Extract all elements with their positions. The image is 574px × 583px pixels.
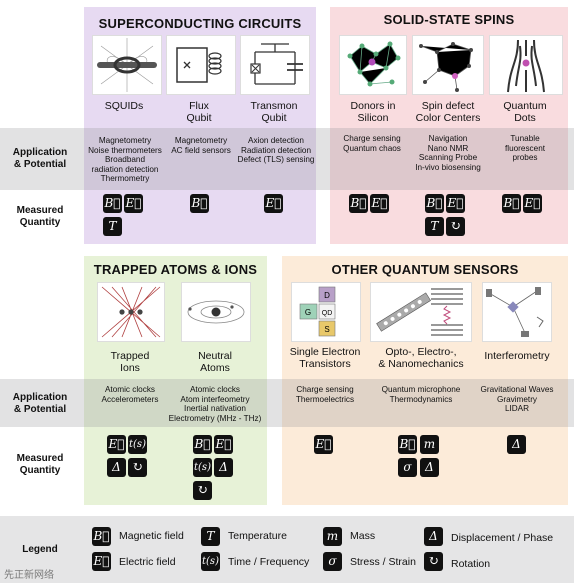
symbol-magnetic-field: B⃗: [103, 194, 122, 213]
item-label-squids: SQUIDs: [104, 100, 144, 112]
symbol-electric-field: E⃗: [264, 194, 283, 213]
apps-trapped-ions: Atomic clocks Accelerometers: [101, 385, 159, 404]
set-source-label: S: [324, 325, 329, 334]
transmon-qubit-illustration: [240, 35, 310, 95]
symbol-magnetic-field: B⃗: [349, 194, 368, 213]
flux-qubit-illustration: [166, 35, 236, 95]
trapped-ions-illustration: [97, 282, 165, 342]
symbol-electric-field: E⃗: [446, 194, 465, 213]
symbol-electric-field: E⃗: [370, 194, 389, 213]
row-header-measured-bottom: Measured Quantity: [16, 453, 64, 476]
symbol-electric-field: E⃗: [314, 435, 333, 454]
legend-label-time-frequency: Time / Frequency: [228, 556, 310, 568]
symbol-electric-field: E⃗: [124, 194, 143, 213]
legend-symbol-time-frequency: t(s): [201, 552, 220, 571]
apps-interferometry: Gravitational Waves Gravimetry LIDAR: [480, 385, 554, 413]
legend-label-magnetic-field: Magnetic field: [119, 530, 184, 542]
apps-quantum-dots: Tunable fluorescent probes: [504, 134, 546, 162]
legend-symbol-stress-strain: σ: [323, 552, 342, 571]
apps-single-electron-transistors: Charge sensing Thermoelectrics: [295, 385, 355, 404]
symbol-magnetic-field: B⃗: [190, 194, 209, 213]
apps-spin-defect-color-centers: Navigation Nano NMR Scanning Probe In-vi…: [415, 134, 481, 172]
symbol-displacement-phase: Δ: [420, 458, 439, 477]
item-label-quantum-dots: Quantum Dots: [503, 100, 547, 124]
legend-label-stress-strain: Stress / Strain: [350, 556, 416, 568]
symbol-time-frequency: t(s): [193, 458, 212, 477]
legend-symbol-rotation: ↻: [424, 552, 443, 571]
legend-symbol-mass: m: [323, 527, 342, 546]
symbol-displacement-phase: Δ: [107, 458, 126, 477]
row-header-legend: Legend: [22, 544, 58, 555]
legend-label-displacement-phase: Displacement / Phase: [451, 532, 554, 544]
panel-title: OTHER QUANTUM SENSORS: [331, 262, 519, 277]
color-center-illustration: [412, 35, 484, 95]
set-gate-label: G: [305, 308, 311, 317]
legend-band: [0, 516, 574, 583]
legend-symbol-temperature: T: [201, 527, 220, 546]
item-label-trapped-ions: Trapped Ions: [110, 350, 150, 374]
symbol-displacement-phase: Δ: [507, 435, 526, 454]
item-label-single-electron-transistors: Single Electron Transistors: [289, 346, 361, 370]
symbol-rotation: ↻: [128, 458, 147, 477]
apps-donors-in-silicon: Charge sensing Quantum chaos: [343, 134, 401, 153]
item-label-donors-in-silicon: Donors in Silicon: [350, 100, 396, 124]
symbol-temperature: T: [425, 217, 444, 236]
symbol-stress-strain: σ: [398, 458, 417, 477]
symbol-magnetic-field: B⃗: [502, 194, 521, 213]
item-label-interferometry: Interferometry: [484, 350, 550, 362]
squid-illustration: [92, 35, 162, 95]
legend-label-temperature: Temperature: [228, 530, 287, 542]
set-drain-label: D: [324, 291, 330, 300]
set-qd-label: QD: [322, 310, 333, 317]
row-header-measured-top: Measured Quantity: [16, 205, 64, 228]
panel-title: TRAPPED ATOMS & IONS: [93, 262, 258, 277]
symbol-magnetic-field: B⃗: [398, 435, 417, 454]
set-illustration: D QD S G: [291, 282, 361, 342]
legend-label-rotation: Rotation: [451, 558, 491, 570]
symbol-electric-field: E⃗: [214, 435, 233, 454]
panel-title: SUPERCONDUCTING CIRCUITS: [98, 16, 302, 31]
legend-label-mass: Mass: [350, 530, 376, 542]
symbol-magnetic-field: B⃗: [193, 435, 212, 454]
quantum-dot-illustration: [489, 35, 563, 95]
application-band-top: [0, 128, 574, 190]
symbol-rotation: ↻: [446, 217, 465, 236]
symbol-electric-field: E⃗: [107, 435, 126, 454]
application-band-bottom: [0, 379, 574, 427]
item-label-opto-electro-nanomechanics: Opto-, Electro-, & Nanomechanics: [378, 346, 464, 370]
panel-title: SOLID-STATE SPINS: [383, 12, 515, 27]
symbol-mass: m: [420, 435, 439, 454]
legend-symbol-magnetic-field: B⃗: [92, 527, 111, 546]
legend-symbol-displacement-phase: Δ: [424, 527, 443, 546]
item-label-transmon-qubit: Transmon Qubit: [250, 100, 298, 124]
apps-opto-electro-nanomechanics: Quantum microphone Thermodynamics: [381, 385, 461, 404]
symbol-temperature: T: [103, 217, 122, 236]
item-label-flux-qubit: Flux Qubit: [186, 100, 212, 124]
legend-symbol-electric-field: E⃗: [92, 552, 111, 571]
item-label-spin-defect-color-centers: Spin defect Color Centers: [415, 100, 481, 124]
symbol-displacement-phase: Δ: [214, 458, 233, 477]
apps-transmon-qubit: Axion detection Radiation detection Defe…: [237, 136, 315, 164]
symbol-electric-field: E⃗: [523, 194, 542, 213]
item-label-neutral-atoms: Neutral Atoms: [198, 350, 232, 374]
legend-label-electric-field: Electric field: [119, 556, 176, 568]
watermark-text: 先正新网络: [4, 570, 54, 581]
apps-squids: Magnetometry Noise thermometers Broadban…: [88, 136, 162, 183]
symbol-magnetic-field: B⃗: [425, 194, 444, 213]
nanomechanics-illustration: [370, 282, 472, 342]
symbol-time-frequency: t(s): [128, 435, 147, 454]
symbol-rotation: ↻: [193, 481, 212, 500]
row-header-application-bottom: Application & Potential: [12, 392, 68, 415]
donors-illustration: [339, 35, 407, 95]
apps-neutral-atoms: Atomic clocks Atom interfeometry Inertia…: [168, 385, 262, 423]
apps-flux-qubit: Magnetometry AC field sensors: [171, 136, 231, 155]
neutral-atoms-illustration: [181, 282, 251, 342]
interferometer-illustration: [482, 282, 552, 342]
row-header-application-top: Application & Potential: [12, 147, 68, 170]
